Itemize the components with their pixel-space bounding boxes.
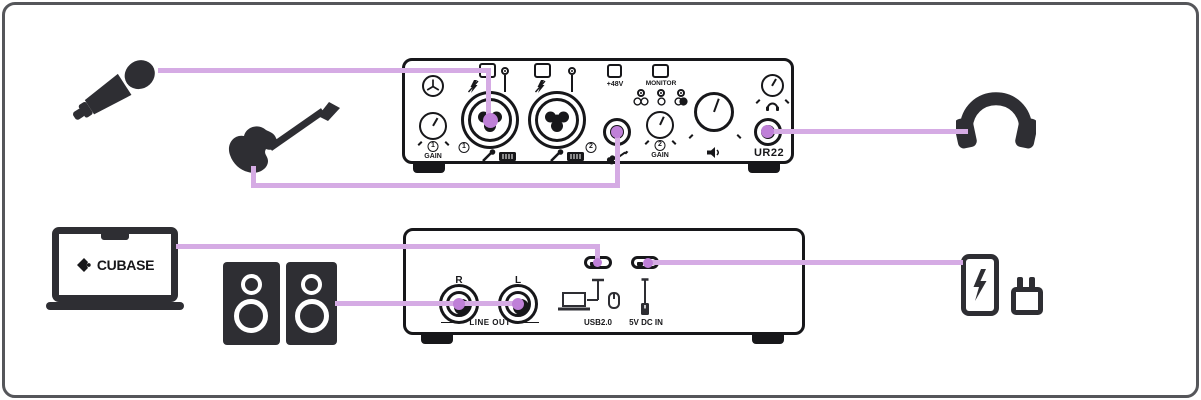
guitar-cable: [251, 166, 256, 188]
electric-guitar-icon: [228, 102, 340, 173]
headphone-cable: [772, 129, 968, 134]
usb-cable: [176, 244, 600, 249]
label-rule: [514, 321, 539, 324]
tuning-fork-logo-icon: [422, 75, 444, 97]
pad-switch-icon: [468, 80, 479, 93]
microphone-icon: [73, 60, 155, 120]
gain1-number: 1: [427, 141, 439, 152]
mic-cable: [158, 68, 491, 73]
device-foot: [748, 162, 780, 173]
mic-cable-plug: [483, 113, 498, 128]
speaker-volume-icon: [707, 147, 719, 158]
studio-monitor-right-icon: [286, 262, 337, 345]
knob-pointer: [712, 98, 720, 113]
guitar-cable: [615, 132, 620, 188]
dc-plug-icon: [641, 278, 649, 315]
microphone-symbol-icon: [482, 149, 496, 162]
headphones-icon: [956, 92, 1036, 149]
adapter-prong: [1017, 277, 1023, 291]
input1-peak-led: [501, 67, 509, 75]
input2-combo-jack: [528, 91, 586, 149]
guitar-cable: [251, 183, 620, 188]
line-out-label-group: LINE OUT: [441, 318, 539, 327]
usb-cable-plug: [593, 258, 602, 267]
gain1-label: GAIN: [424, 153, 442, 160]
device-foot: [421, 333, 453, 344]
combo-jack-ring: [535, 98, 579, 142]
gain2-number: 2: [654, 140, 666, 151]
usb-label: USB2.0: [583, 318, 613, 327]
line-symbol-icon: [567, 152, 584, 161]
line-out-l-label: L: [514, 275, 522, 286]
woofer: [295, 299, 329, 333]
monitor-button: [652, 64, 669, 78]
power-cable: [650, 260, 963, 265]
headphone-symbol-icon: [766, 102, 779, 111]
laptop-usb-icon: [558, 278, 620, 311]
line-out-r-label: R: [455, 275, 463, 286]
headphone-cable-plug: [761, 125, 774, 138]
led-stem: [504, 75, 506, 92]
guitar-cable-plug: [611, 126, 623, 138]
knob-pointer: [431, 117, 439, 127]
laptop-cubase-icon: CUBASE: [52, 227, 178, 302]
line-out-label: LINE OUT: [469, 318, 511, 327]
input2-pad-button: [534, 63, 551, 78]
mic-cable: [486, 68, 491, 122]
knob-pointer: [658, 116, 665, 126]
xlr-holes-icon: [545, 111, 569, 132]
tweeter: [241, 274, 262, 295]
device-foot: [752, 333, 784, 344]
power-cable-plug: [643, 258, 653, 268]
gain2-label: GAIN: [651, 152, 669, 159]
monitor-label: MONITOR: [645, 80, 677, 87]
stereo-circles-icon: [633, 97, 649, 106]
phones-level-knob: [761, 74, 784, 97]
cubase-logo-icon: [76, 257, 91, 272]
adapter-body: [1011, 287, 1043, 315]
gain2-knob: [646, 111, 674, 139]
speaker-cable-plug-l: [512, 298, 524, 310]
laptop-camera-notch: [101, 234, 129, 240]
phantom-power-label: +48V: [606, 81, 624, 88]
speaker-cable: [335, 301, 520, 306]
monitor-led: [657, 89, 665, 97]
monitor-led: [637, 89, 645, 97]
lightning-bolt-icon: [973, 269, 987, 301]
battery-charger-icon: [961, 254, 999, 316]
input1-number: 1: [458, 142, 470, 153]
mono-circle-icon: [657, 97, 666, 106]
output-level-knob: [694, 92, 734, 132]
line-symbol-icon: [499, 152, 516, 161]
studio-monitor-left-icon: [223, 262, 280, 345]
usb-cable: [595, 244, 600, 264]
speaker-cable-plug-r: [453, 298, 465, 310]
led-stem: [571, 75, 573, 92]
overlap-circles-icon: [674, 97, 688, 106]
knob-pointer: [771, 77, 778, 87]
device-foot: [413, 162, 445, 173]
tweeter: [301, 274, 322, 295]
pad-switch-icon: [535, 80, 546, 93]
microphone-symbol-icon: [550, 149, 564, 162]
phantom-power-button: [607, 64, 622, 78]
woofer: [234, 299, 268, 333]
gain1-knob: [419, 112, 447, 140]
model-label: UR22: [753, 147, 785, 159]
input2-number: 2: [585, 142, 597, 153]
adapter-prong: [1029, 277, 1035, 291]
dc-in-label: 5V DC IN: [629, 318, 663, 327]
laptop-app-label: CUBASE: [96, 256, 155, 273]
monitor-led: [677, 89, 685, 97]
input2-peak-led: [568, 67, 576, 75]
laptop-base: [46, 302, 184, 310]
label-rule: [441, 321, 466, 324]
